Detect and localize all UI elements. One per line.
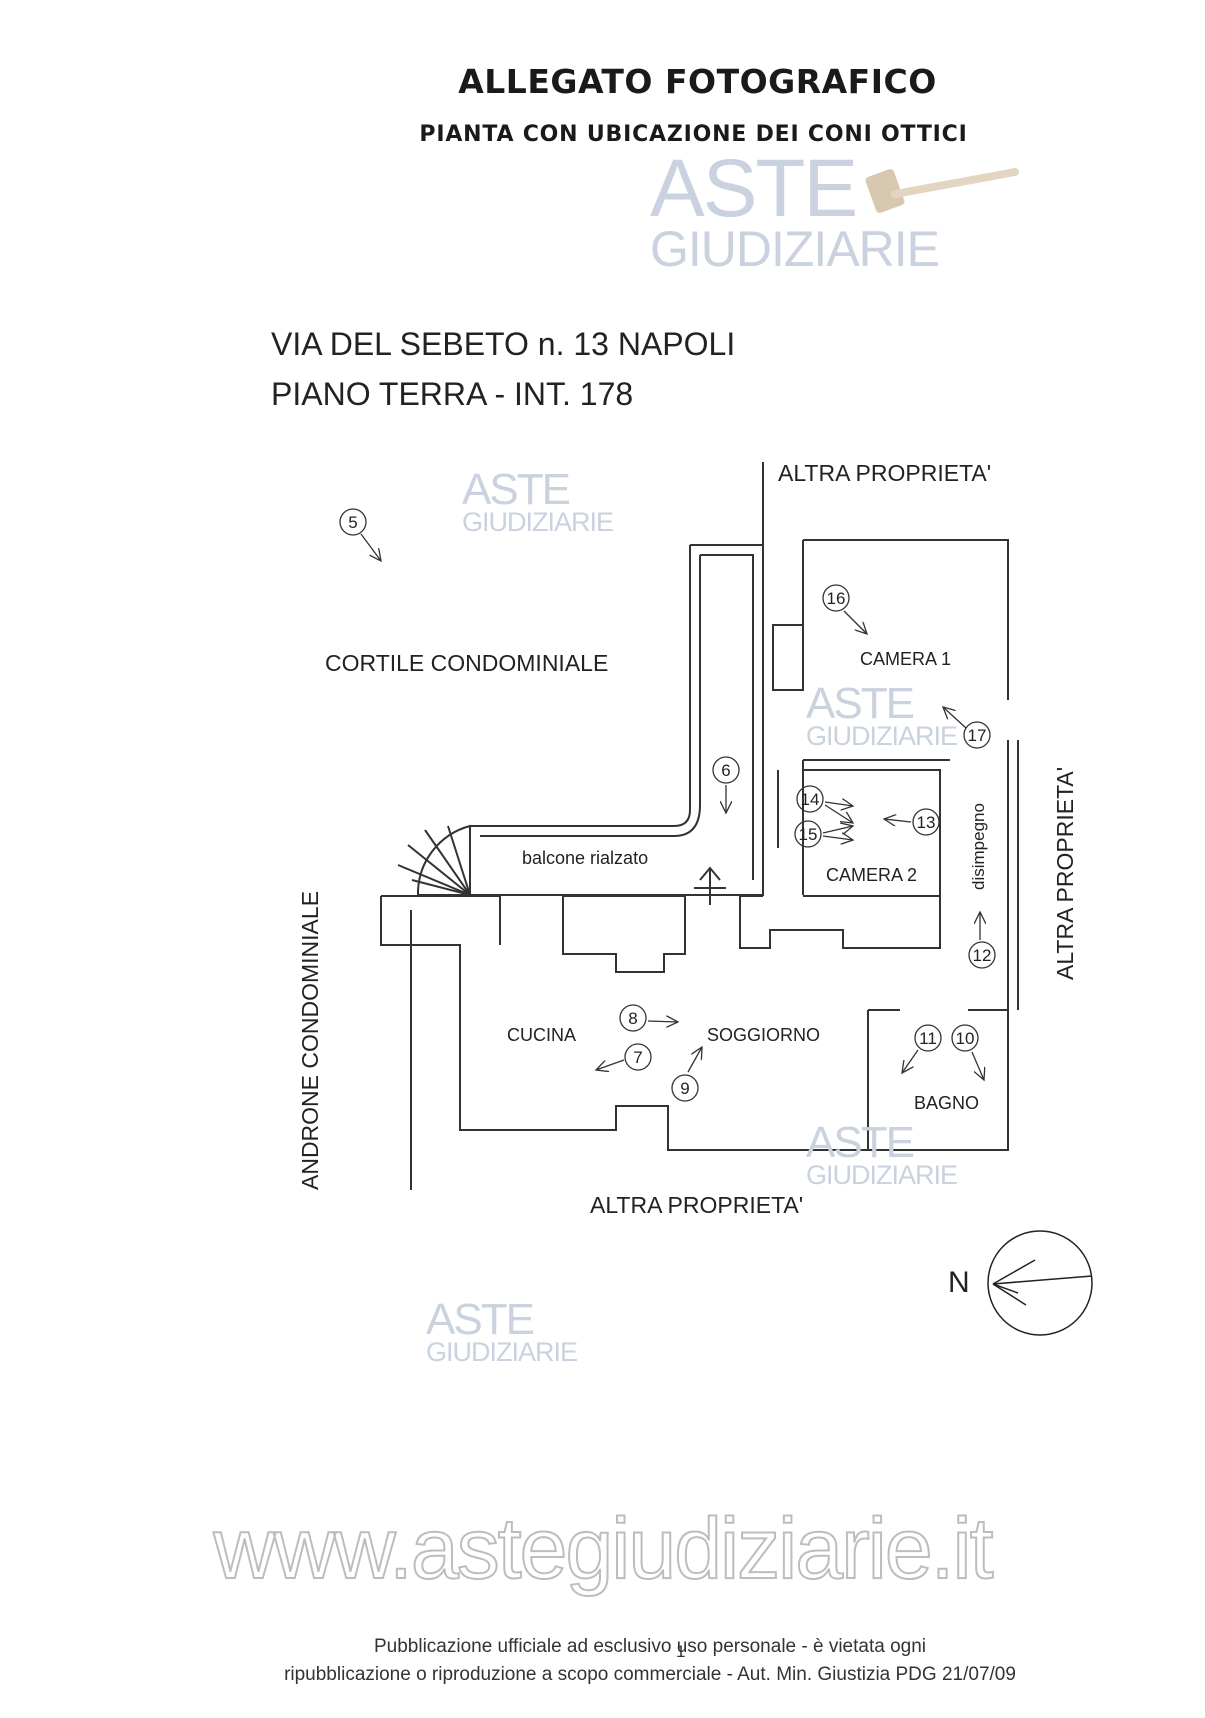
watermark-logo-plan-1: ASTE GIUDIZIARIE (462, 465, 614, 537)
watermark-logo-plan-4: ASTE GIUDIZIARIE (426, 1295, 578, 1367)
label-altra-top: ALTRA PROPRIETA' (778, 460, 991, 486)
viewpoint-5-label: 5 (348, 513, 357, 532)
north-label: N (948, 1266, 970, 1299)
viewpoint-15-label: 15 (799, 825, 818, 844)
address-line-2: PIANO TERRA - INT. 178 (271, 376, 634, 412)
label-altra-right: ALTRA PROPRIETA' (1052, 767, 1078, 980)
viewpoint-15 (794, 820, 822, 848)
camera2-room (777, 769, 941, 897)
gavel-icon (865, 168, 1019, 213)
watermark-logo-plan-2: ASTE GIUDIZIARIE (806, 679, 958, 751)
viewpoint-9 (671, 1074, 699, 1102)
label-bagno: BAGNO (914, 1093, 979, 1113)
viewpoint-7 (624, 1043, 652, 1071)
right-wall (830, 740, 1009, 1151)
viewpoint-17-label: 17 (968, 726, 987, 745)
spiral-stair (397, 824, 471, 896)
north-compass-icon (987, 1230, 1093, 1336)
label-altra-bottom: ALTRA PROPRIETA' (590, 1192, 803, 1218)
viewpoint-10 (951, 1024, 979, 1052)
viewpoint-6-label: 6 (721, 761, 730, 780)
viewpoint-12 (968, 941, 996, 969)
viewpoint-12-label: 12 (973, 946, 992, 965)
viewpoint-16 (822, 584, 850, 612)
viewpoint-16-label: 16 (827, 589, 846, 608)
viewpoint-13-label: 13 (917, 813, 936, 832)
label-camera2: CAMERA 2 (826, 865, 917, 885)
viewpoint-11 (914, 1024, 942, 1052)
page-number: 1 (676, 1642, 686, 1661)
label-camera1: CAMERA 1 (860, 649, 951, 669)
viewpoint-6 (712, 756, 740, 784)
watermark-url: www.astegiudiziarie.it (212, 1500, 994, 1598)
viewpoint-14-label: 14 (801, 790, 820, 809)
balcone-outline (469, 544, 764, 896)
floor-plan: ALTRA PROPRIETA' CORTILE CONDOMINIALE CA… (297, 460, 1093, 1336)
watermark-logo-header: ASTE GIUDIZIARIE (650, 143, 940, 277)
bagno-room (867, 1009, 1008, 1150)
viewpoint-13 (912, 808, 940, 836)
label-disimpegno: disimpegno (969, 803, 988, 890)
viewpoint-17 (963, 721, 991, 749)
watermark-logo-plan-3: ASTE GIUDIZIARIE (806, 1118, 958, 1190)
watermark-word-aste: ASTE (650, 143, 858, 234)
label-balcone: balcone rialzato (522, 848, 648, 868)
footer-line-2: ripubblicazione o riproduzione a scopo c… (284, 1664, 1016, 1685)
document-subtitle: PIANTA CON UBICAZIONE DEI CONI OTTICI (419, 122, 968, 147)
viewpoint-7-label: 7 (633, 1048, 642, 1067)
viewpoint-11-label: 11 (919, 1029, 937, 1048)
watermark-word-giudiziarie: GIUDIZIARIE (650, 221, 940, 277)
label-androne: ANDRONE CONDOMINIALE (297, 891, 323, 1190)
viewpoint-9-label: 9 (680, 1079, 689, 1098)
viewpoint-10-label: 10 (956, 1029, 975, 1048)
viewpoint-14 (796, 785, 824, 813)
viewpoint-8-label: 8 (628, 1009, 637, 1028)
label-cucina: CUCINA (507, 1025, 576, 1045)
label-soggiorno: SOGGIORNO (707, 1025, 820, 1045)
document-title: ALLEGATO FOTOGRAFICO (458, 62, 937, 101)
viewpoint-5 (339, 508, 367, 536)
footer-line-1: Pubblicazione ufficiale ad esclusivo uso… (373, 1636, 927, 1657)
label-cortile: CORTILE CONDOMINIALE (325, 650, 608, 676)
viewpoint-8 (619, 1004, 647, 1032)
main-living-outline (380, 895, 941, 1151)
address-line-1: VIA DEL SEBETO n. 13 NAPOLI (271, 326, 736, 362)
